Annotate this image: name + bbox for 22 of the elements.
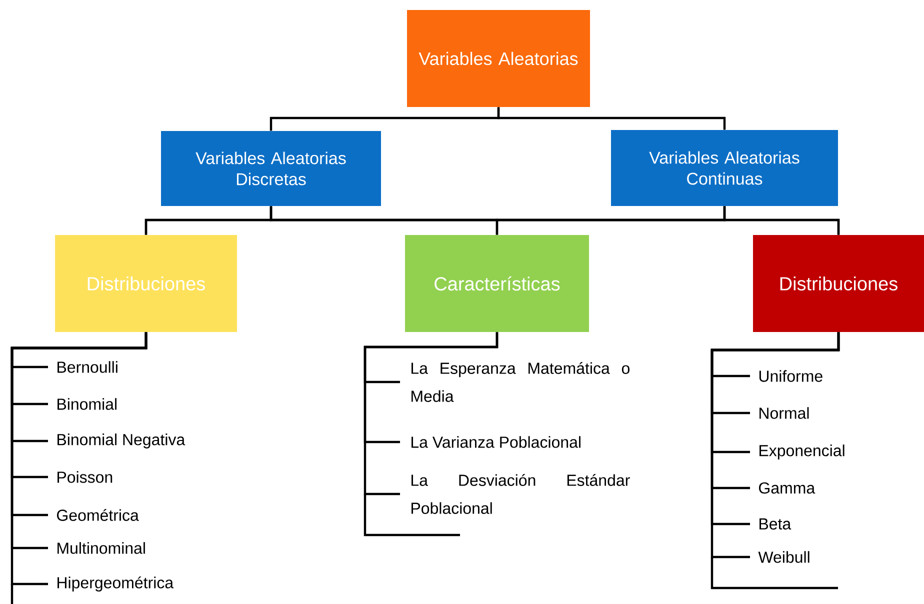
list-item-text: Gamma (759, 482, 816, 494)
category-box: Distribuciones (55, 235, 237, 332)
list-item-text: Geométrica (57, 509, 139, 521)
list-item-text: Binomial (58, 398, 116, 410)
list-item-text: Exponencial (760, 444, 844, 460)
list-item-text: Multinominal (58, 542, 145, 554)
list-item-text: Weibull (758, 551, 810, 563)
list-item-text: La Esperanza Matemática o Media (412, 362, 630, 402)
category-box: Variables Aleatorias Discretas (161, 131, 381, 206)
category-box: Variables Aleatorias (407, 10, 590, 107)
list-item-text: Hipergeométrica (58, 576, 174, 592)
list-item-text: Binomial Negativa (58, 434, 186, 448)
list-item-text: Bernoulli (58, 361, 118, 373)
list-item-text: La Desviación Estándar Poblacional (412, 474, 630, 514)
list-item-text: Normal (760, 407, 809, 419)
list-item-text: Poisson (58, 471, 112, 483)
list-item-text: Beta (760, 518, 792, 530)
category-box: Variables Aleatorias Continuas (611, 130, 838, 206)
category-box: Distribuciones (753, 235, 924, 332)
list-item-text: Uniforme (759, 370, 822, 382)
category-box: Características (405, 235, 589, 332)
list-item-text: La Varianza Poblacional (412, 436, 580, 448)
